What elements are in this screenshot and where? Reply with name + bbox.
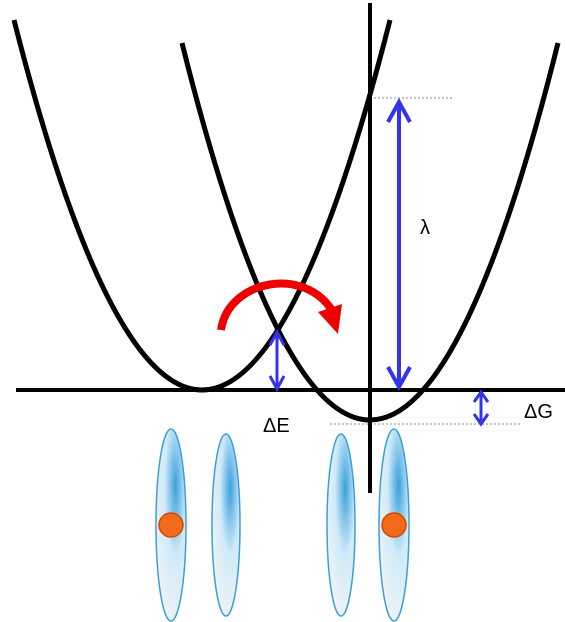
delta-e-arrow-head-top <box>268 328 286 346</box>
electron-transfer-arrow <box>217 279 337 331</box>
molecule-row <box>155 428 410 622</box>
charge-dot-1 <box>158 512 184 538</box>
molecule-2 <box>211 433 241 617</box>
delta-g-arrow-head-bottom <box>472 413 490 427</box>
molecule-3 <box>326 433 356 617</box>
delta-e-label: ΔE <box>263 415 290 437</box>
delta-e-arrow-head-bottom <box>268 375 286 393</box>
reactant-parabola <box>11 19 393 393</box>
electron-transfer-arrow-head <box>318 304 342 334</box>
lambda-label: λ <box>420 217 430 239</box>
delta-g-label: ΔG <box>524 401 553 423</box>
delta-g-arrow-head-top <box>472 389 490 403</box>
lambda-arrow-head-bottom <box>386 366 412 392</box>
lambda-arrow-head-top <box>386 97 412 123</box>
charge-dot-4 <box>381 512 407 538</box>
